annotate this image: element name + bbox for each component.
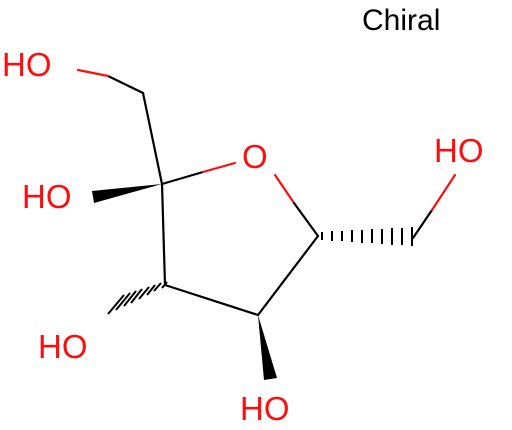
hydroxyl-label-mid-left: HO <box>22 178 72 215</box>
wedge-bond-c2-oh <box>92 184 162 203</box>
bond-c2-o-red <box>201 161 237 174</box>
hydroxyl-label-bottom: HO <box>240 390 290 427</box>
hash-bond-c5-ch2 <box>321 227 413 246</box>
hydroxyl-label-right: HO <box>434 132 484 169</box>
hash-bond-c3-oh <box>107 281 168 315</box>
bond-ch2-oh-top-black <box>106 74 145 95</box>
ring-oxygen-label: O <box>242 138 268 175</box>
bond-c5-c4 <box>256 234 320 317</box>
wedge-bond-c4-oh <box>258 315 277 380</box>
bond-o-c5-red <box>273 173 296 205</box>
bond-c2-ch2 <box>141 91 164 186</box>
bond-c3-c2 <box>160 182 167 287</box>
bond-o-c5-black <box>292 201 320 238</box>
hydroxyl-label-top-left: HO <box>2 46 52 83</box>
bond-c2-o-black <box>160 170 205 186</box>
chiral-label: Chiral <box>362 4 440 37</box>
bond-ch2-oh-right-red <box>430 173 457 212</box>
bond-ch2-oh-right-black <box>411 208 434 240</box>
bond-ch2-oh-top-red <box>76 68 110 78</box>
bond-c4-c3 <box>163 283 260 317</box>
hydroxyl-label-lower-left: HO <box>38 328 88 365</box>
